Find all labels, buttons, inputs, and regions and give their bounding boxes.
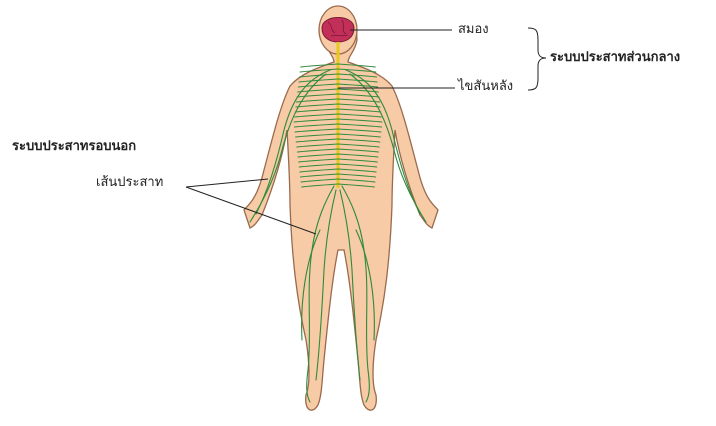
nerve-leader-line-arm — [186, 179, 268, 187]
cns-brace — [528, 28, 546, 90]
nerves-label: เส้นประสาท — [96, 176, 163, 189]
brain-label: สมอง — [458, 23, 489, 36]
brain-icon — [322, 18, 354, 43]
central-nervous-system-label: ระบบประสาทส่วนกลาง — [550, 51, 680, 64]
spinal-cord-label: ไขสันหลัง — [458, 80, 513, 93]
peripheral-nervous-system-label: ระบบประสาทรอบนอก — [12, 140, 136, 153]
body-silhouette — [244, 13, 438, 410]
